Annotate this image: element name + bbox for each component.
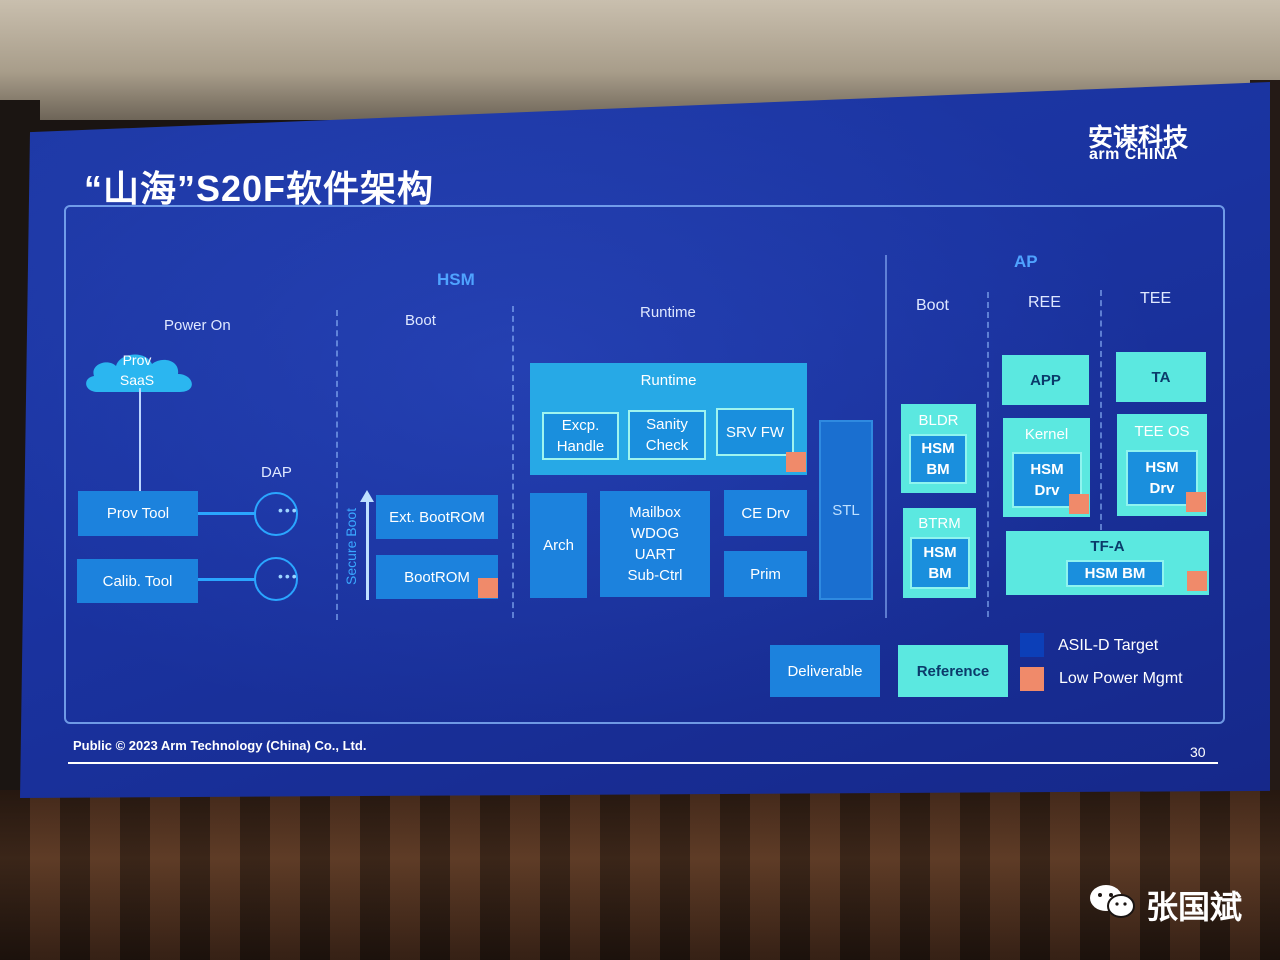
- btrm-hsm-bm-label: HSM BM: [923, 544, 957, 582]
- legend-low-power-swatch: [1020, 667, 1044, 691]
- slide-footer: Public © 2023 Arm Technology (China) Co.…: [73, 738, 367, 753]
- app-box: APP: [1002, 355, 1089, 405]
- ta-label: TA: [1151, 368, 1171, 386]
- excp-handle-label: Excp. Handle: [556, 417, 605, 455]
- btrm-hsm-bm-box: HSM BM: [910, 537, 970, 589]
- legend-deliverable-label: Deliverable: [787, 662, 863, 680]
- header-ap-boot: Boot: [916, 297, 949, 314]
- ext-bootrom-label: Ext. BootROM: [389, 508, 485, 526]
- legend-asil-label: ASIL-D Target: [1058, 637, 1159, 654]
- prim-box: Prim: [724, 551, 807, 597]
- header-hsm-runtime: Runtime: [640, 304, 696, 321]
- mailbox-label: Mailbox WDOG UART Sub-Ctrl: [627, 504, 683, 584]
- bldr-hsm-bm-box: HSM BM: [909, 434, 967, 484]
- srv-fw-label: SRV FW: [725, 423, 785, 441]
- ce-drv-label: CE Drv: [741, 504, 790, 522]
- tfa-hsm-bm-box: HSM BM: [1066, 560, 1164, 587]
- tee-os-label: TEE OS: [1134, 423, 1190, 440]
- prov-line: [198, 512, 256, 515]
- header-tee: TEE: [1140, 290, 1172, 307]
- cloud-icon: [86, 354, 192, 392]
- mailbox-box: Mailbox WDOG UART Sub-Ctrl: [600, 491, 710, 597]
- header-ree: REE: [1028, 294, 1061, 311]
- bootrom-label: BootROM: [404, 568, 470, 586]
- tfa-label: TF-A: [1090, 538, 1125, 555]
- hsm-label: HSM: [437, 270, 475, 289]
- diagram-frame: [64, 205, 1225, 724]
- prov-tool-box: Prov Tool: [78, 491, 198, 536]
- secure-boot-arrow-head: [360, 490, 374, 502]
- legend-reference-box: Reference: [898, 645, 1008, 697]
- watermark-author: 张国斌: [1146, 889, 1243, 925]
- stl-label: STL: [832, 501, 860, 519]
- room-curtain: [0, 790, 1280, 960]
- btrm-label: BTRM: [918, 515, 961, 532]
- secure-boot-arrow: [366, 500, 369, 600]
- slide-title: “山海”S20F软件架构: [84, 168, 435, 209]
- divider-hsm-ap: [885, 255, 887, 618]
- srv-fw-box: SRV FW: [716, 408, 794, 456]
- bootrom-box: BootROM: [376, 555, 498, 599]
- wechat-icon: [1090, 885, 1135, 918]
- dap-port-circle-2: [254, 557, 298, 601]
- low-power-marker-bootrom: [478, 578, 498, 598]
- ext-bootrom-box: Ext. BootROM: [376, 495, 498, 539]
- runtime-container-label: Runtime: [640, 372, 697, 389]
- logo-cn: 安谋科技: [1088, 124, 1189, 152]
- header-power-on: Power On: [164, 317, 231, 334]
- calib-line: [198, 578, 256, 581]
- sanity-check-label: Sanity Check: [645, 416, 689, 454]
- ce-drv-box: CE Drv: [724, 490, 807, 536]
- low-power-marker-tee-os: [1186, 492, 1206, 512]
- dap-label: DAP: [261, 464, 292, 481]
- bldr-hsm-bm-label: HSM BM: [921, 440, 955, 478]
- calib-tool-box: Calib. Tool: [77, 559, 198, 603]
- legend-low-power-label: Low Power Mgmt: [1059, 670, 1183, 687]
- header-hsm-boot: Boot: [405, 312, 436, 329]
- divider-apboot-ree: [987, 292, 989, 617]
- dap-dots-2: •••: [278, 568, 299, 584]
- divider-poweron-boot: [336, 310, 338, 620]
- divider-ree-tee: [1100, 290, 1102, 530]
- low-power-marker-kernel: [1069, 494, 1089, 514]
- legend-deliverable-box: Deliverable: [770, 645, 880, 697]
- page-number: 30: [1190, 744, 1206, 760]
- tee-os-hsm-drv-label: HSM Drv: [1145, 459, 1179, 497]
- low-power-marker-srv-fw: [786, 452, 806, 472]
- low-power-marker-tfa: [1187, 571, 1207, 591]
- ap-label: AP: [1014, 252, 1038, 271]
- arch-box: Arch: [530, 493, 587, 598]
- legend-asil-swatch: [1020, 633, 1044, 657]
- bldr-label: BLDR: [918, 412, 959, 429]
- dap-port-circle-1: [254, 492, 298, 536]
- ta-box: TA: [1116, 352, 1206, 402]
- excp-handle-box: Excp. Handle: [542, 412, 619, 460]
- tfa-hsm-bm-label: HSM BM: [1084, 565, 1146, 582]
- dap-dots-1: •••: [278, 502, 299, 518]
- cloud-connector: [139, 388, 141, 491]
- footer-rule: [68, 762, 1218, 764]
- legend-reference-label: Reference: [916, 662, 990, 680]
- kernel-hsm-drv-label: HSM Drv: [1030, 461, 1064, 499]
- prim-label: Prim: [750, 565, 781, 583]
- arch-label: Arch: [543, 537, 574, 554]
- secure-boot-label: Secure Boot: [343, 507, 359, 585]
- calib-tool-label: Calib. Tool: [102, 572, 173, 590]
- kernel-hsm-drv-box: HSM Drv: [1012, 452, 1082, 508]
- logo-en: arm CHINA: [1089, 146, 1178, 163]
- cloud-label: Prov SaaS: [119, 352, 155, 388]
- stl-box: STL: [819, 420, 873, 600]
- app-label: APP: [1030, 371, 1061, 389]
- kernel-label: Kernel: [1024, 426, 1069, 443]
- divider-boot-runtime: [512, 306, 514, 618]
- sanity-check-box: Sanity Check: [628, 410, 706, 460]
- prov-tool-label: Prov Tool: [106, 505, 170, 522]
